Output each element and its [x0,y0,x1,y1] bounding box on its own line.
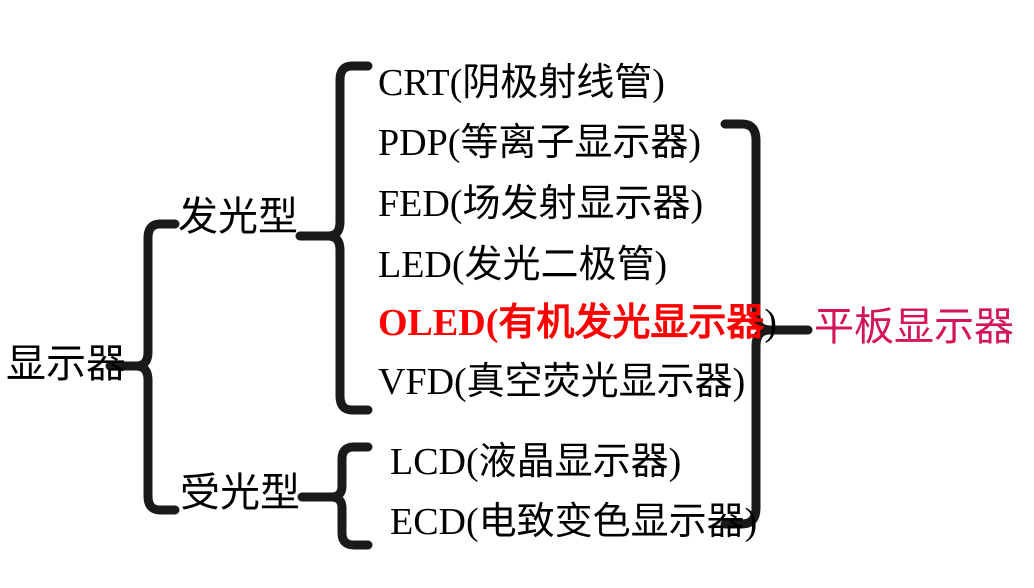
leaf-node-crt: CRT(阴极射线管) [378,62,665,104]
leaf-node-vfd: VFD(真空荧光显示器) [378,361,746,403]
branch-node-emissive: 发光型 [178,194,298,239]
branch-node-receptive: 受光型 [180,470,300,515]
leaf-node-oled-text: OLED(有机发光显示器 [378,302,765,344]
leaf-node-oled: OLED(有机发光显示器) [378,304,777,342]
leaf-node-ecd: ECD(电致变色显示器) [390,501,758,543]
leaf-node-lcd: LCD(液晶显示器) [390,441,682,483]
brace-emissive [323,61,373,415]
result-node-flat-panel-display: 平板显示器 [814,304,1014,349]
root-node-display: 显示器 [6,341,126,386]
brace-root [131,219,180,515]
leaf-node-led: LED(发光二极管) [378,244,668,286]
leaf-node-oled-closing-paren: ) [764,302,778,344]
brace-receptive [326,442,373,550]
leaf-node-fed: FED(场发射显示器) [378,183,704,225]
leaf-node-pdp: PDP(等离子显示器) [378,122,702,164]
